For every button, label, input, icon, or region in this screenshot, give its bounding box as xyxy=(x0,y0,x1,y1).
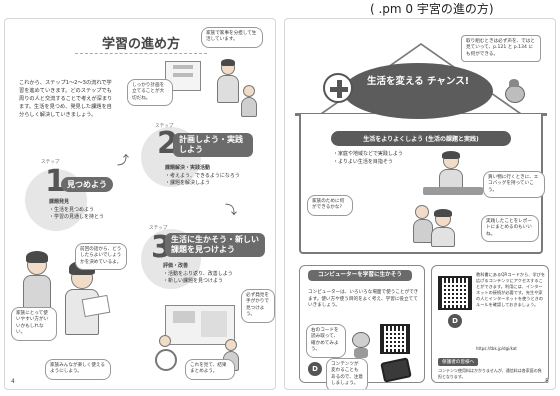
digital-panel: D 教科書にあるQRコードから、学びを広げるコンテンツにアクセスすることができま… xyxy=(431,265,549,383)
step-1-content: 課題発見 ・生活を見つめよう ・学習の見通しを持とう xyxy=(49,199,105,220)
step-3-content: 評価・改善 ・活動をふり返り、改善しよう ・新しい課題を見つけよう xyxy=(163,263,233,284)
notice-text: コンテンツ使用料はかかりませんが、通信料は各家庭の負担となります。 xyxy=(438,368,542,379)
speech-bubble: しっかり計画を立てることが大切だね。 xyxy=(127,79,173,107)
qr-code[interactable] xyxy=(380,324,410,354)
arrow-icon: ⤴ xyxy=(117,153,130,167)
speech-bubble: 家族にとって使いやすい方がいいかもしれない。 xyxy=(11,307,57,341)
computer-heading: コンピューターを学習に生かそう xyxy=(308,270,412,281)
step-2-caption: ステップ xyxy=(155,124,174,129)
left-page: 学習の進め方 これから、ステップ1～2～3の流れで学習を進めていきます。どのステ… xyxy=(4,18,276,390)
speech-bubble: 前回の話から、どうしたらよいでしょうかを決めているよ。 xyxy=(75,243,127,271)
computer-panel: コンピューターを学習に生かそう コンピューターは、いろいろな場面で使うことができ… xyxy=(299,265,425,389)
page-number: 5 xyxy=(545,378,549,385)
page-title: 学習の進め方 xyxy=(101,37,180,52)
title-divider xyxy=(75,53,207,54)
qr-code[interactable] xyxy=(438,276,472,310)
speech-bubble: 家族のために何ができるかな? xyxy=(307,195,353,216)
notice-heading: 保護者の皆様へ xyxy=(438,358,479,366)
page-number: 4 xyxy=(11,378,15,385)
speech-bubble: これを見て、結果まとめよう。 xyxy=(185,359,235,380)
digital-text: 教科書にあるQRコードから、学びを広げるコンテンツにアクセスすることができます。… xyxy=(476,272,546,307)
speech-bubble: 必ず発見を手がかりで見つけよう。 xyxy=(241,289,275,323)
step-1-number: 1 xyxy=(45,164,66,199)
d-icon: D xyxy=(448,314,462,328)
intro-text: これから、ステップ1～2～3の流れで学習を進めていきます。どのステップでも周りの… xyxy=(19,80,113,118)
arrow-icon: ⤵ xyxy=(225,203,238,217)
family-illustration xyxy=(413,149,525,249)
step-3-label: 生活に生かそう・新しい課題を見つけよう xyxy=(165,233,265,257)
step-1-label: 見つめよう xyxy=(61,177,113,192)
speech-bubble: 家族みんなが楽しく使えるようにしよう。 xyxy=(45,359,111,380)
digital-url[interactable]: https://tbk.jp/dgi/kat xyxy=(476,346,517,351)
presentation-illustration xyxy=(155,305,245,375)
mascot-note: 取り組むときは必ず声を、ではと見ていって、p.121 と p.134 にも何がで… xyxy=(461,35,541,63)
house-heading: 生活をよりよくしよう (生活の課題と実践) xyxy=(331,131,511,146)
tablet-illustration xyxy=(380,357,412,383)
robot-mascot-illustration xyxy=(350,332,372,358)
computer-text: コンピューターは、いろいろな場面で使うことができます。使い方や使う目的をよく考え… xyxy=(308,290,419,309)
scan-note: 右のコードを読み取って、確かめてみよう。 xyxy=(306,324,346,358)
d-icon: D xyxy=(308,362,322,376)
top-banner: ( .pm 0 宇宮の進の方) xyxy=(370,2,494,16)
right-page: 生活を変える チャンス! 取り組むときは必ず声を、ではと見ていって、p.121 … xyxy=(284,18,556,390)
step-2-label: 計画しよう・実践しよう xyxy=(173,133,253,157)
speech-bubble: 家族で家事を分担して生活しています。 xyxy=(201,27,263,48)
step-2-number: 2 xyxy=(157,126,178,161)
step-3-caption: ステップ xyxy=(149,226,168,231)
house-list: ・家庭や地域などで実践しよう ・よりよい生活を目指そう xyxy=(333,151,403,165)
step-2-content: 課題解決・実践活動 ・考えよう、できるようになろう ・課題を解決しよう xyxy=(165,165,240,186)
kitchen-illustration xyxy=(165,55,265,119)
speech-bubble: 買い物に行くときに、エコバッグを持っていこう。 xyxy=(483,171,545,199)
plus-icon xyxy=(323,73,353,103)
speech-bubble: 実践したことをレポートにまとめるのもいいね。 xyxy=(481,215,539,243)
catch-title: 生活を変える チャンス! xyxy=(366,76,470,87)
step-1-caption: ステップ xyxy=(41,160,60,165)
contents-note: コンテンツが変わることもあるので、注意しましょう。 xyxy=(326,358,368,389)
mascot-illustration xyxy=(501,79,531,109)
catch-circle xyxy=(343,63,493,119)
